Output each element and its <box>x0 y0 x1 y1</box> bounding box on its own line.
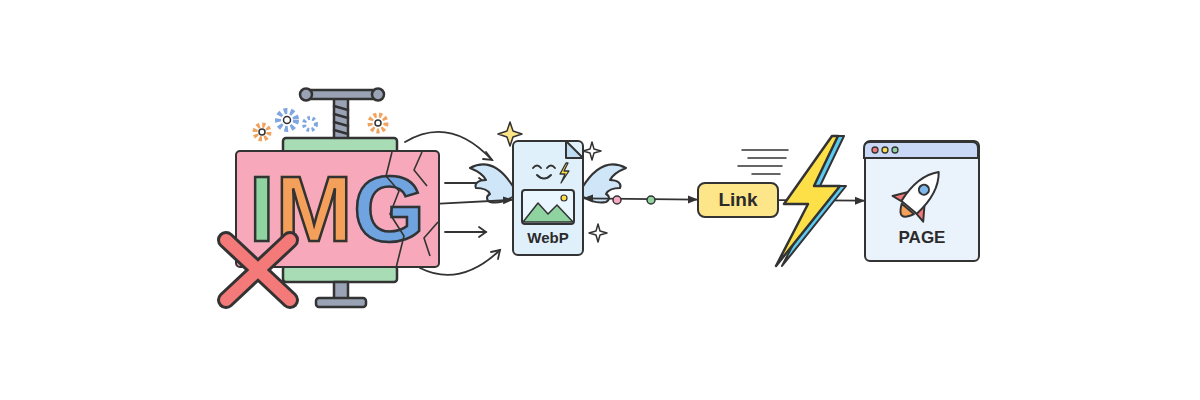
node-label: IMG <box>249 163 426 255</box>
screw-thread <box>334 106 348 134</box>
sun <box>561 195 567 201</box>
sparkle <box>498 122 522 146</box>
bolt-shadow <box>782 136 846 266</box>
sparkle <box>583 142 601 160</box>
window-dot <box>882 147 888 153</box>
gear-hub <box>259 129 265 135</box>
webp-file: WebP <box>512 140 584 256</box>
press-screw <box>334 98 348 142</box>
flow-arrow <box>584 198 697 199</box>
connector-dot <box>647 196 655 204</box>
folded-corner <box>566 141 583 158</box>
window-dot <box>892 147 898 153</box>
webp-file-art <box>522 141 583 224</box>
press-base <box>316 298 366 307</box>
rocket-fin <box>893 185 911 203</box>
handle-knob <box>300 89 312 101</box>
lightning-bolt <box>776 136 846 266</box>
gear <box>370 115 386 131</box>
right-wing <box>582 164 626 202</box>
node-label: Link <box>718 189 757 211</box>
mountains <box>523 203 573 222</box>
arrow-head <box>479 227 486 237</box>
node-label: WebP <box>527 229 568 246</box>
press-bottom-plate <box>283 266 397 282</box>
mini-bolt <box>560 163 569 183</box>
flow-arrow <box>440 200 512 204</box>
rocket-flame <box>896 204 914 221</box>
gear <box>278 111 296 129</box>
connector-dot <box>613 196 621 204</box>
sparkles <box>498 122 607 242</box>
connector-dots <box>613 196 655 204</box>
red-cross <box>226 240 290 300</box>
cross-mark <box>226 240 290 300</box>
arrow-head <box>483 152 492 160</box>
bolt <box>776 136 840 266</box>
arrow-head <box>491 250 500 259</box>
left-wing <box>470 164 514 202</box>
gear <box>304 118 316 130</box>
gears <box>255 111 386 139</box>
crack-line <box>414 152 427 186</box>
press-handle <box>306 90 378 99</box>
rocket-body <box>901 165 947 214</box>
handle-knob <box>372 89 384 101</box>
gear <box>255 125 269 139</box>
sparkle <box>589 224 607 242</box>
node-label: PAGE <box>899 228 946 248</box>
rocket <box>887 159 954 228</box>
speed-line <box>738 150 788 174</box>
rocket-window <box>917 183 931 197</box>
cross-outline <box>226 240 290 300</box>
speed-lines <box>738 150 788 174</box>
squeeze-arrow <box>445 231 486 233</box>
smile <box>537 175 551 179</box>
window-bar <box>864 142 978 158</box>
browser-chrome <box>864 142 978 158</box>
window-dot <box>872 147 878 153</box>
browser-window: PAGE <box>864 140 980 262</box>
image-box: IMG <box>235 150 440 268</box>
gear-hub <box>284 117 291 124</box>
happy-eyes <box>533 166 555 169</box>
crack-line <box>424 222 438 256</box>
picture-frame <box>522 190 574 224</box>
gear-hub <box>375 120 381 126</box>
flow-arrow <box>779 199 864 201</box>
rocket-fin <box>914 203 932 221</box>
cracks <box>386 152 438 268</box>
crack-line <box>386 152 404 268</box>
link-box: Link <box>697 182 779 218</box>
